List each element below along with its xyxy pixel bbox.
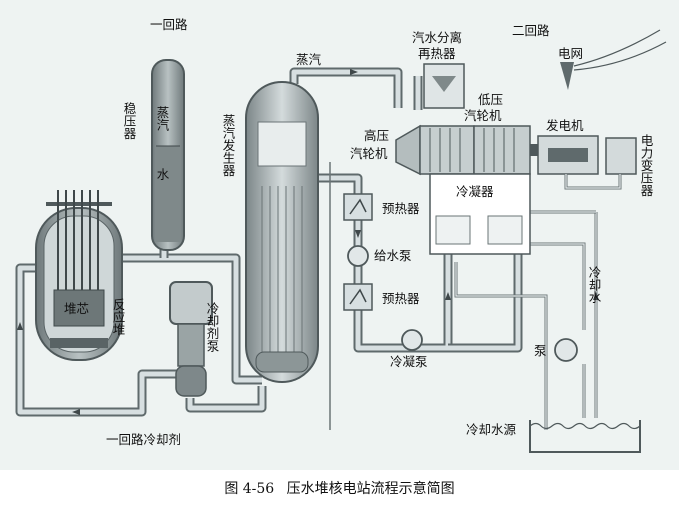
label-hp-turbine-2: 汽轮机 (350, 146, 388, 161)
feed-pump (347, 245, 369, 267)
label-pressurizer: 稳压器 (122, 101, 137, 140)
figure-caption: 图 4-56 压水堆核电站流程示意简图 (0, 478, 679, 498)
pressurizer (151, 59, 185, 251)
figure-number: 图 4-56 (224, 481, 275, 497)
label-steam: 蒸汽 (296, 52, 322, 67)
power-grid (560, 29, 667, 90)
flow-arrows (17, 69, 599, 415)
power-transformer (564, 137, 637, 190)
cooling-pump (554, 338, 578, 362)
label-hp-turbine-1: 高压 (364, 128, 389, 143)
label-preheater-upper: 预热器 (382, 201, 420, 216)
preheater-lower (343, 283, 373, 311)
label-primary-loop: 一回路 (150, 17, 188, 32)
label-power-transformer: 电力变压器 (639, 134, 654, 197)
condensate-pump (401, 329, 423, 351)
label-condenser: 冷凝器 (456, 184, 494, 199)
label-separator-reheater-2: 再热器 (418, 46, 456, 61)
condenser (429, 173, 531, 255)
reactor-vessel (35, 190, 123, 361)
label-steam-generator: 蒸汽发生器 (221, 114, 236, 177)
lp-turbine (473, 125, 531, 175)
generator (530, 135, 599, 175)
preheater-upper (343, 193, 373, 221)
label-preheater-lower: 预热器 (382, 291, 420, 306)
label-pump: 泵 (534, 343, 547, 358)
label-cooling-water: 冷却水 (587, 266, 602, 304)
label-coolant-pump: 冷却剂泵 (205, 302, 220, 352)
label-lp-turbine-1: 低压 (478, 92, 503, 107)
coolant-pump (169, 281, 213, 397)
pwr-flow-diagram: 一回路 二回路 汽水分离 再热器 蒸汽 电网 高压 汽轮机 低压 汽轮机 发电机… (0, 0, 679, 470)
label-steam-in-pressurizer: 蒸汽 (155, 106, 170, 131)
label-secondary-loop: 二回路 (512, 23, 550, 38)
label-separator-reheater-1: 汽水分离 (412, 30, 462, 45)
label-water: 水 (155, 168, 170, 181)
separator-reheater (423, 63, 465, 109)
label-power-grid: 电网 (558, 46, 583, 61)
label-lp-turbine-2: 汽轮机 (464, 108, 502, 123)
label-primary-coolant: 一回路冷却剂 (106, 432, 181, 447)
label-generator: 发电机 (546, 118, 584, 133)
label-condensate-pump: 冷凝泵 (390, 354, 428, 369)
primary-loop-pipes (15, 248, 267, 417)
hp-turbine (395, 124, 475, 176)
label-core: 堆芯 (64, 301, 89, 316)
figure-title: 压水堆核电站流程示意简图 (286, 481, 455, 497)
label-cooling-water-source: 冷却水源 (466, 422, 517, 437)
label-reactor: 反应堆 (111, 298, 126, 336)
cooling-water-source (529, 420, 641, 453)
steam-generator (245, 81, 319, 383)
label-feed-pump: 给水泵 (374, 248, 412, 263)
